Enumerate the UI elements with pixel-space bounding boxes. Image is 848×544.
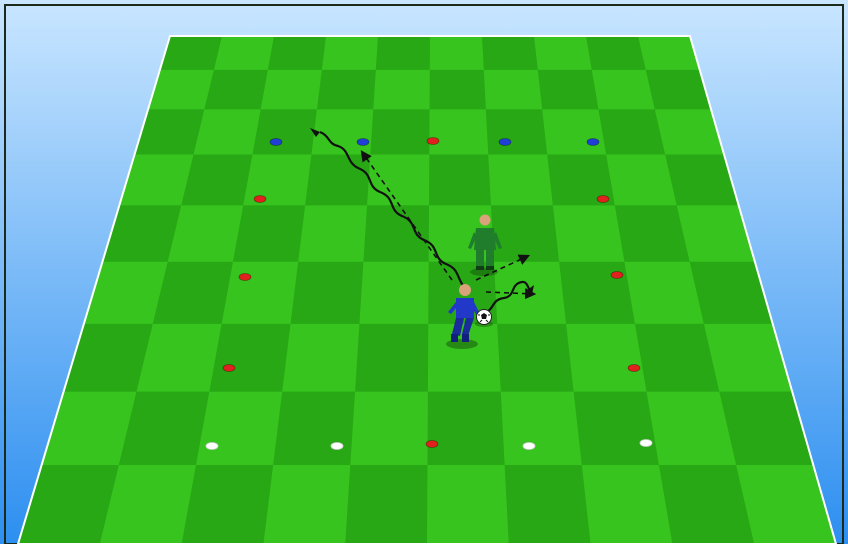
grass-stripe — [598, 109, 665, 154]
soccer-ball-icon — [475, 310, 493, 328]
red-cone-icon — [597, 196, 609, 203]
red-cone-icon — [427, 138, 439, 145]
grass-stripe — [355, 324, 428, 392]
grass-stripe — [182, 465, 274, 544]
red-cone-icon — [254, 196, 266, 203]
grass-stripe — [291, 262, 364, 324]
red-cone-icon — [628, 365, 640, 372]
grass-stripe — [233, 205, 305, 261]
grass-stripe — [538, 70, 599, 110]
grass-stripe — [305, 155, 370, 206]
grass-stripe — [427, 392, 504, 465]
grass-stripe — [273, 392, 355, 465]
grass-stripe — [181, 155, 252, 206]
white-cone-icon — [523, 443, 535, 450]
grass-stripe — [429, 155, 491, 206]
grass-stripe — [505, 465, 591, 544]
grass-stripe — [497, 324, 573, 392]
grass-stripe — [559, 262, 635, 324]
grass-stripe — [209, 324, 290, 392]
grass-stripe — [345, 465, 427, 544]
grass-stripe — [574, 392, 659, 465]
grass-stripe — [482, 36, 538, 70]
grass-stripe — [252, 109, 317, 154]
blue-cone-icon — [357, 139, 369, 146]
grass-stripe — [370, 109, 429, 154]
blue-cone-icon — [587, 139, 599, 146]
red-cone-icon — [239, 274, 251, 281]
grass-stripe — [204, 70, 267, 110]
white-cone-icon — [206, 443, 218, 450]
red-cone-icon — [611, 272, 623, 279]
grass-stripe — [430, 70, 486, 110]
grass-stripe — [317, 70, 376, 110]
grass-stripe — [615, 205, 690, 261]
grass-stripe — [268, 36, 326, 70]
red-cone-icon — [223, 365, 235, 372]
red-cone-icon — [426, 441, 438, 448]
grass-stripe — [586, 36, 646, 70]
white-cone-icon — [331, 443, 343, 450]
white-cone-icon — [640, 440, 652, 447]
blue-cone-icon — [499, 139, 511, 146]
grass-stripe — [486, 109, 547, 154]
blue-cone-icon — [270, 139, 282, 146]
grass-stripe — [491, 205, 559, 261]
grass-stripe — [376, 36, 430, 70]
